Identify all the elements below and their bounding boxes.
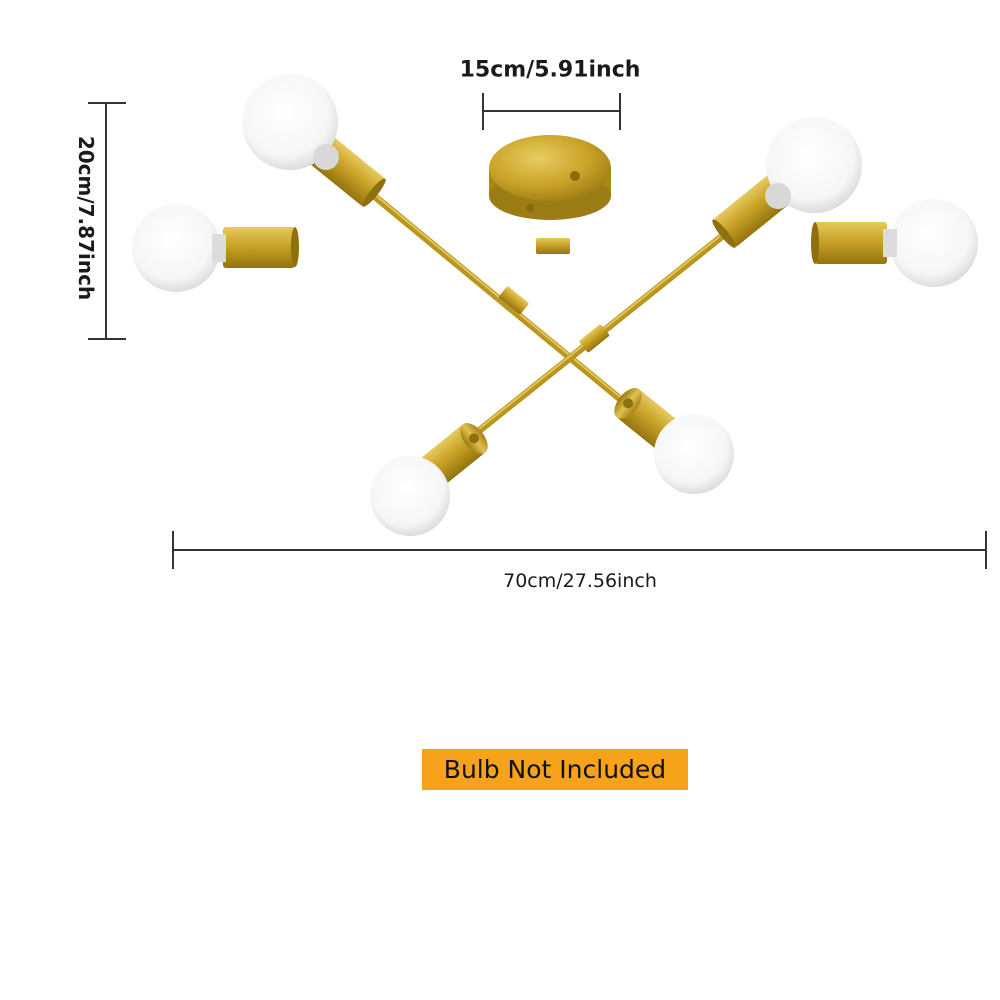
canopy-width-label: 15cm/5.91inch: [459, 57, 641, 83]
diagonal-arm-b: [441, 206, 759, 462]
drop-rods: [508, 156, 596, 342]
bulb-top-left: [242, 74, 339, 170]
dimension-line-left: [88, 102, 126, 340]
bulb-bottom-right: [654, 414, 734, 494]
socket-left: [223, 227, 299, 268]
height-label: 20cm/7.87inch: [74, 135, 98, 301]
bulb-bottom-left: [370, 456, 450, 536]
dimension-line-top: [482, 93, 621, 130]
diagonal-arm-a: [341, 168, 669, 440]
dimension-line-bottom: [172, 531, 987, 569]
overall-width-label: 70cm/27.56inch: [503, 570, 657, 592]
socket-right: [811, 222, 887, 264]
bulb-top-right: [765, 117, 862, 213]
bulb-left: [132, 204, 226, 292]
bulb-right: [883, 199, 978, 287]
bulb-not-included-badge: Bulb Not Included: [422, 749, 688, 790]
